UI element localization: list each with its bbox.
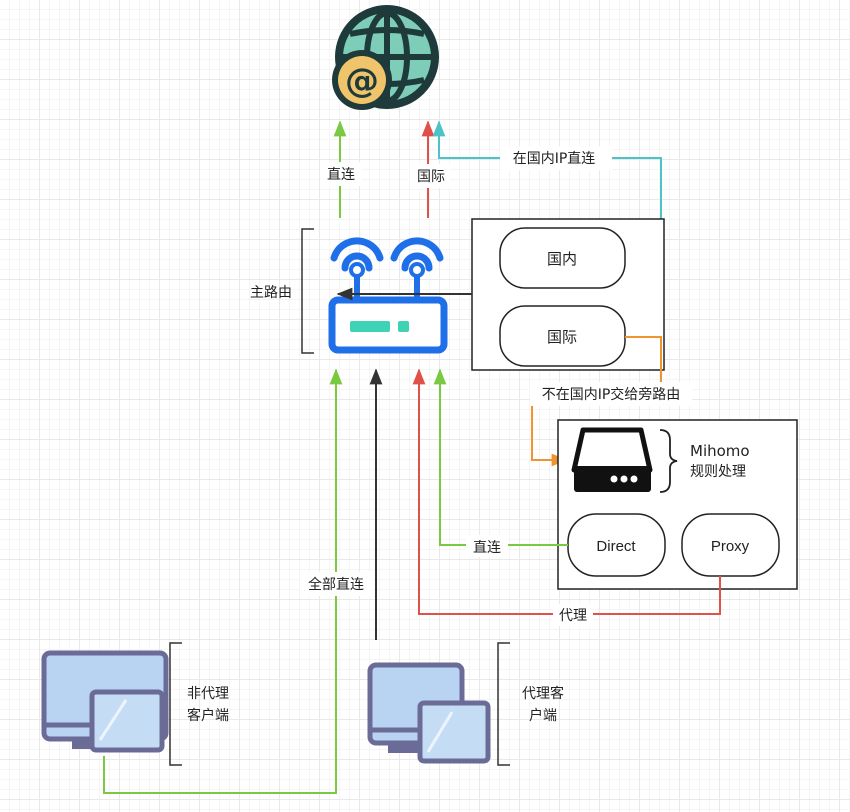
- arrow-direct-to-router: [433, 368, 568, 546]
- label-nonproxy-client-2: 客户端: [187, 707, 229, 724]
- pill-direct[interactable]: Direct: [567, 513, 666, 577]
- wifi-router-icon: [328, 237, 448, 354]
- desktop-laptop-icon: [41, 650, 169, 753]
- label-all-direct: 全部直连: [308, 576, 364, 593]
- pill-international[interactable]: 国际: [499, 305, 626, 367]
- nonproxy-bracket: [169, 642, 182, 766]
- label-proxy-bottom: 代理: [559, 608, 587, 624]
- label-not-domestic-to-side: 不在国内IP交给旁路由: [542, 386, 681, 403]
- globe-at-icon: @: [332, 5, 439, 110]
- label-proxy-client-2: 户端: [529, 707, 557, 724]
- pill-direct-label: Direct: [596, 538, 636, 555]
- label-mihomo: Mihomo: [690, 442, 750, 460]
- label-proxy-client-1: 代理客: [522, 685, 564, 702]
- proxy-client-bracket: [497, 642, 510, 766]
- label-international-top: 国际: [417, 169, 445, 185]
- label-direct-mid: 直连: [473, 539, 501, 556]
- label-main-router: 主路由: [250, 285, 292, 301]
- label-direct-top: 直连: [327, 166, 355, 183]
- pill-proxy[interactable]: Proxy: [681, 513, 780, 577]
- router-bracket: [301, 228, 314, 354]
- label-rule-processing: 规则处理: [690, 464, 746, 480]
- server-drive-icon: [571, 427, 653, 492]
- label-nonproxy-client-1: 非代理: [187, 686, 229, 702]
- pill-international-label: 国际: [547, 329, 577, 346]
- svg-text:@: @: [345, 61, 379, 101]
- pill-domestic-label: 国内: [547, 251, 577, 268]
- desktop-laptop-icon-proxy: [367, 662, 491, 764]
- pill-proxy-label: Proxy: [711, 538, 750, 555]
- label-domestic-ip-direct: 在国内IP直连: [513, 150, 596, 167]
- pill-domestic[interactable]: 国内: [499, 227, 626, 289]
- mihomo-brace: [659, 429, 678, 493]
